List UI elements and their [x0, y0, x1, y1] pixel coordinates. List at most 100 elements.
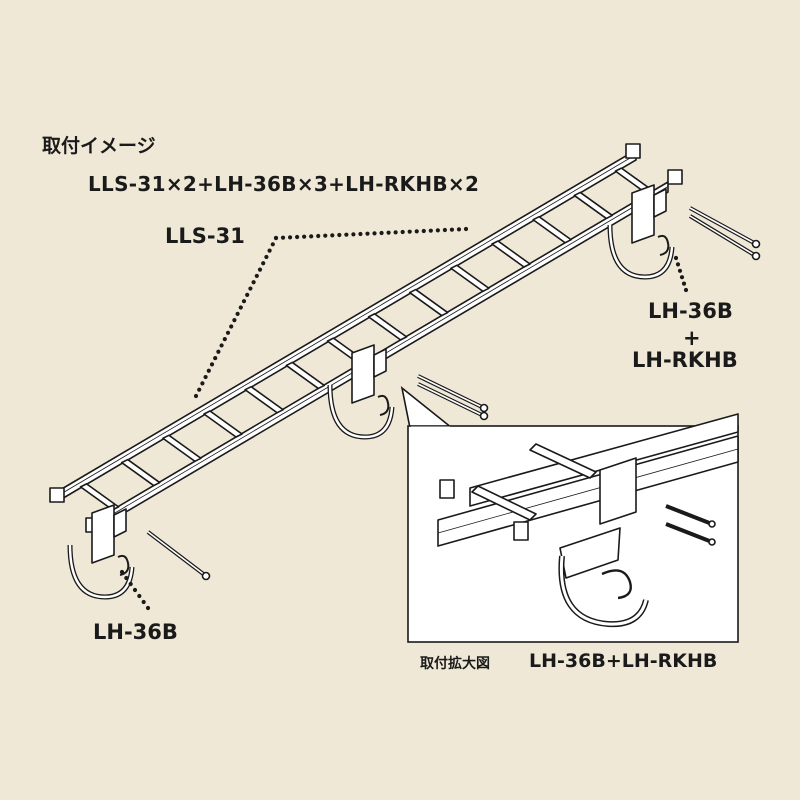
leader-dot [351, 232, 356, 237]
bolt-rod-inner [689, 207, 757, 245]
detail-clip [601, 569, 632, 600]
ladder-rung [120, 458, 161, 487]
right-bracket-label-line2: LH-RKHB [632, 348, 738, 372]
leader-dot [358, 231, 363, 237]
detail-callout [400, 386, 739, 643]
leader-dot [365, 231, 370, 236]
ladder-rung [285, 361, 326, 390]
ladder-rung [162, 434, 202, 463]
bracket-clip [377, 394, 390, 416]
ladder-label: LLS-31 [165, 224, 245, 248]
bracket-block [653, 188, 667, 218]
ladder-end-cap [667, 169, 683, 185]
ladder-rung [532, 215, 572, 244]
leader-dot [264, 254, 269, 260]
bolt-rod-nut [479, 403, 489, 413]
right-bracket-label-line1: LH-36B [648, 299, 733, 323]
leader-dot [675, 262, 681, 267]
leader-dot [206, 368, 211, 373]
leader-dot [677, 268, 683, 273]
bolt-rod-nut [751, 251, 761, 261]
leader-dot [222, 337, 227, 342]
bracket-block [373, 348, 387, 378]
parts-formula: LLS-31×2+LH-36B×3+LH-RKHB×2 [88, 172, 480, 196]
leader-dots [119, 226, 689, 611]
bolt-rod-inner [689, 215, 757, 257]
detail-bolt [665, 522, 713, 544]
leader-dot [456, 227, 462, 232]
detail-rail-groove [437, 448, 739, 534]
leader-dot [386, 230, 391, 235]
leader-dot [673, 255, 679, 261]
detail-rung [529, 443, 597, 479]
callout-pointer [400, 386, 453, 429]
ladder-rung [203, 410, 243, 438]
gutter-hook-inner [608, 224, 674, 279]
leader-dot [393, 230, 398, 235]
leader-dot [213, 355, 218, 361]
leader-dot [232, 318, 237, 323]
leader-dot [219, 343, 224, 348]
bracket-plate [91, 504, 115, 564]
leader-dot [414, 229, 419, 234]
detail-nut [708, 538, 716, 546]
leader-dot [428, 228, 433, 233]
leader-dot [238, 305, 243, 310]
leader-dot [407, 229, 412, 234]
ladder-rung [573, 191, 614, 220]
detail-drawing [437, 413, 739, 628]
leader-dot [337, 232, 342, 238]
leader-dot [270, 242, 275, 247]
bracket-clip [657, 234, 670, 256]
diagram-title: 取付イメージ [42, 135, 156, 157]
bolt-rod-nut [751, 239, 761, 249]
bracket-group [67, 184, 761, 600]
leader-dot [309, 234, 314, 239]
leader-dot [273, 235, 279, 241]
ladder-end-cap [49, 487, 65, 503]
bracket-middle [327, 344, 395, 440]
detail-end-cap [513, 521, 529, 541]
right-bracket-label-plus: + [683, 326, 701, 350]
leader-dot [225, 330, 231, 335]
leader-dot [128, 581, 133, 587]
leader-dot [267, 248, 272, 253]
leader-dot [137, 593, 142, 599]
left-bracket-label: LH-36B [93, 620, 178, 644]
leader-dot [683, 287, 689, 293]
leader-dot [203, 374, 208, 380]
leader-dot [330, 233, 335, 238]
bracket-plate [351, 344, 375, 404]
leader-dot [379, 230, 384, 236]
leader-dot [200, 381, 205, 386]
detail-nut [708, 520, 716, 528]
leader-dot [241, 299, 247, 304]
detail-gutter-hook-inner [559, 555, 648, 626]
leader-dot [316, 233, 321, 239]
leader-dot [287, 235, 293, 240]
ladder-rung [408, 288, 449, 317]
leader-dot [449, 227, 455, 232]
leader-dot [132, 587, 138, 593]
leader-dot [344, 232, 349, 237]
leader-dot [261, 261, 266, 266]
leader-dot [245, 292, 250, 297]
leader-dot [248, 286, 253, 291]
leader-dot [442, 227, 447, 233]
detail-part-caption: LH-36B+LH-RKHB [529, 650, 718, 672]
gutter-hook-inner [328, 384, 394, 439]
ladder-end-cap [625, 143, 641, 159]
gutter-hook-inner [68, 544, 134, 599]
bracket-block [113, 508, 127, 538]
bracket-plate [631, 184, 655, 244]
detail-end-cap [439, 479, 455, 499]
bolt-rod-inner [417, 375, 485, 409]
ladder-rung [491, 240, 531, 268]
bolt-rod-nut [479, 411, 489, 421]
leader-dot [229, 324, 234, 329]
ladder-rail-far-groove [59, 154, 637, 495]
leader-dot [235, 311, 240, 316]
leader-dot [280, 235, 286, 240]
